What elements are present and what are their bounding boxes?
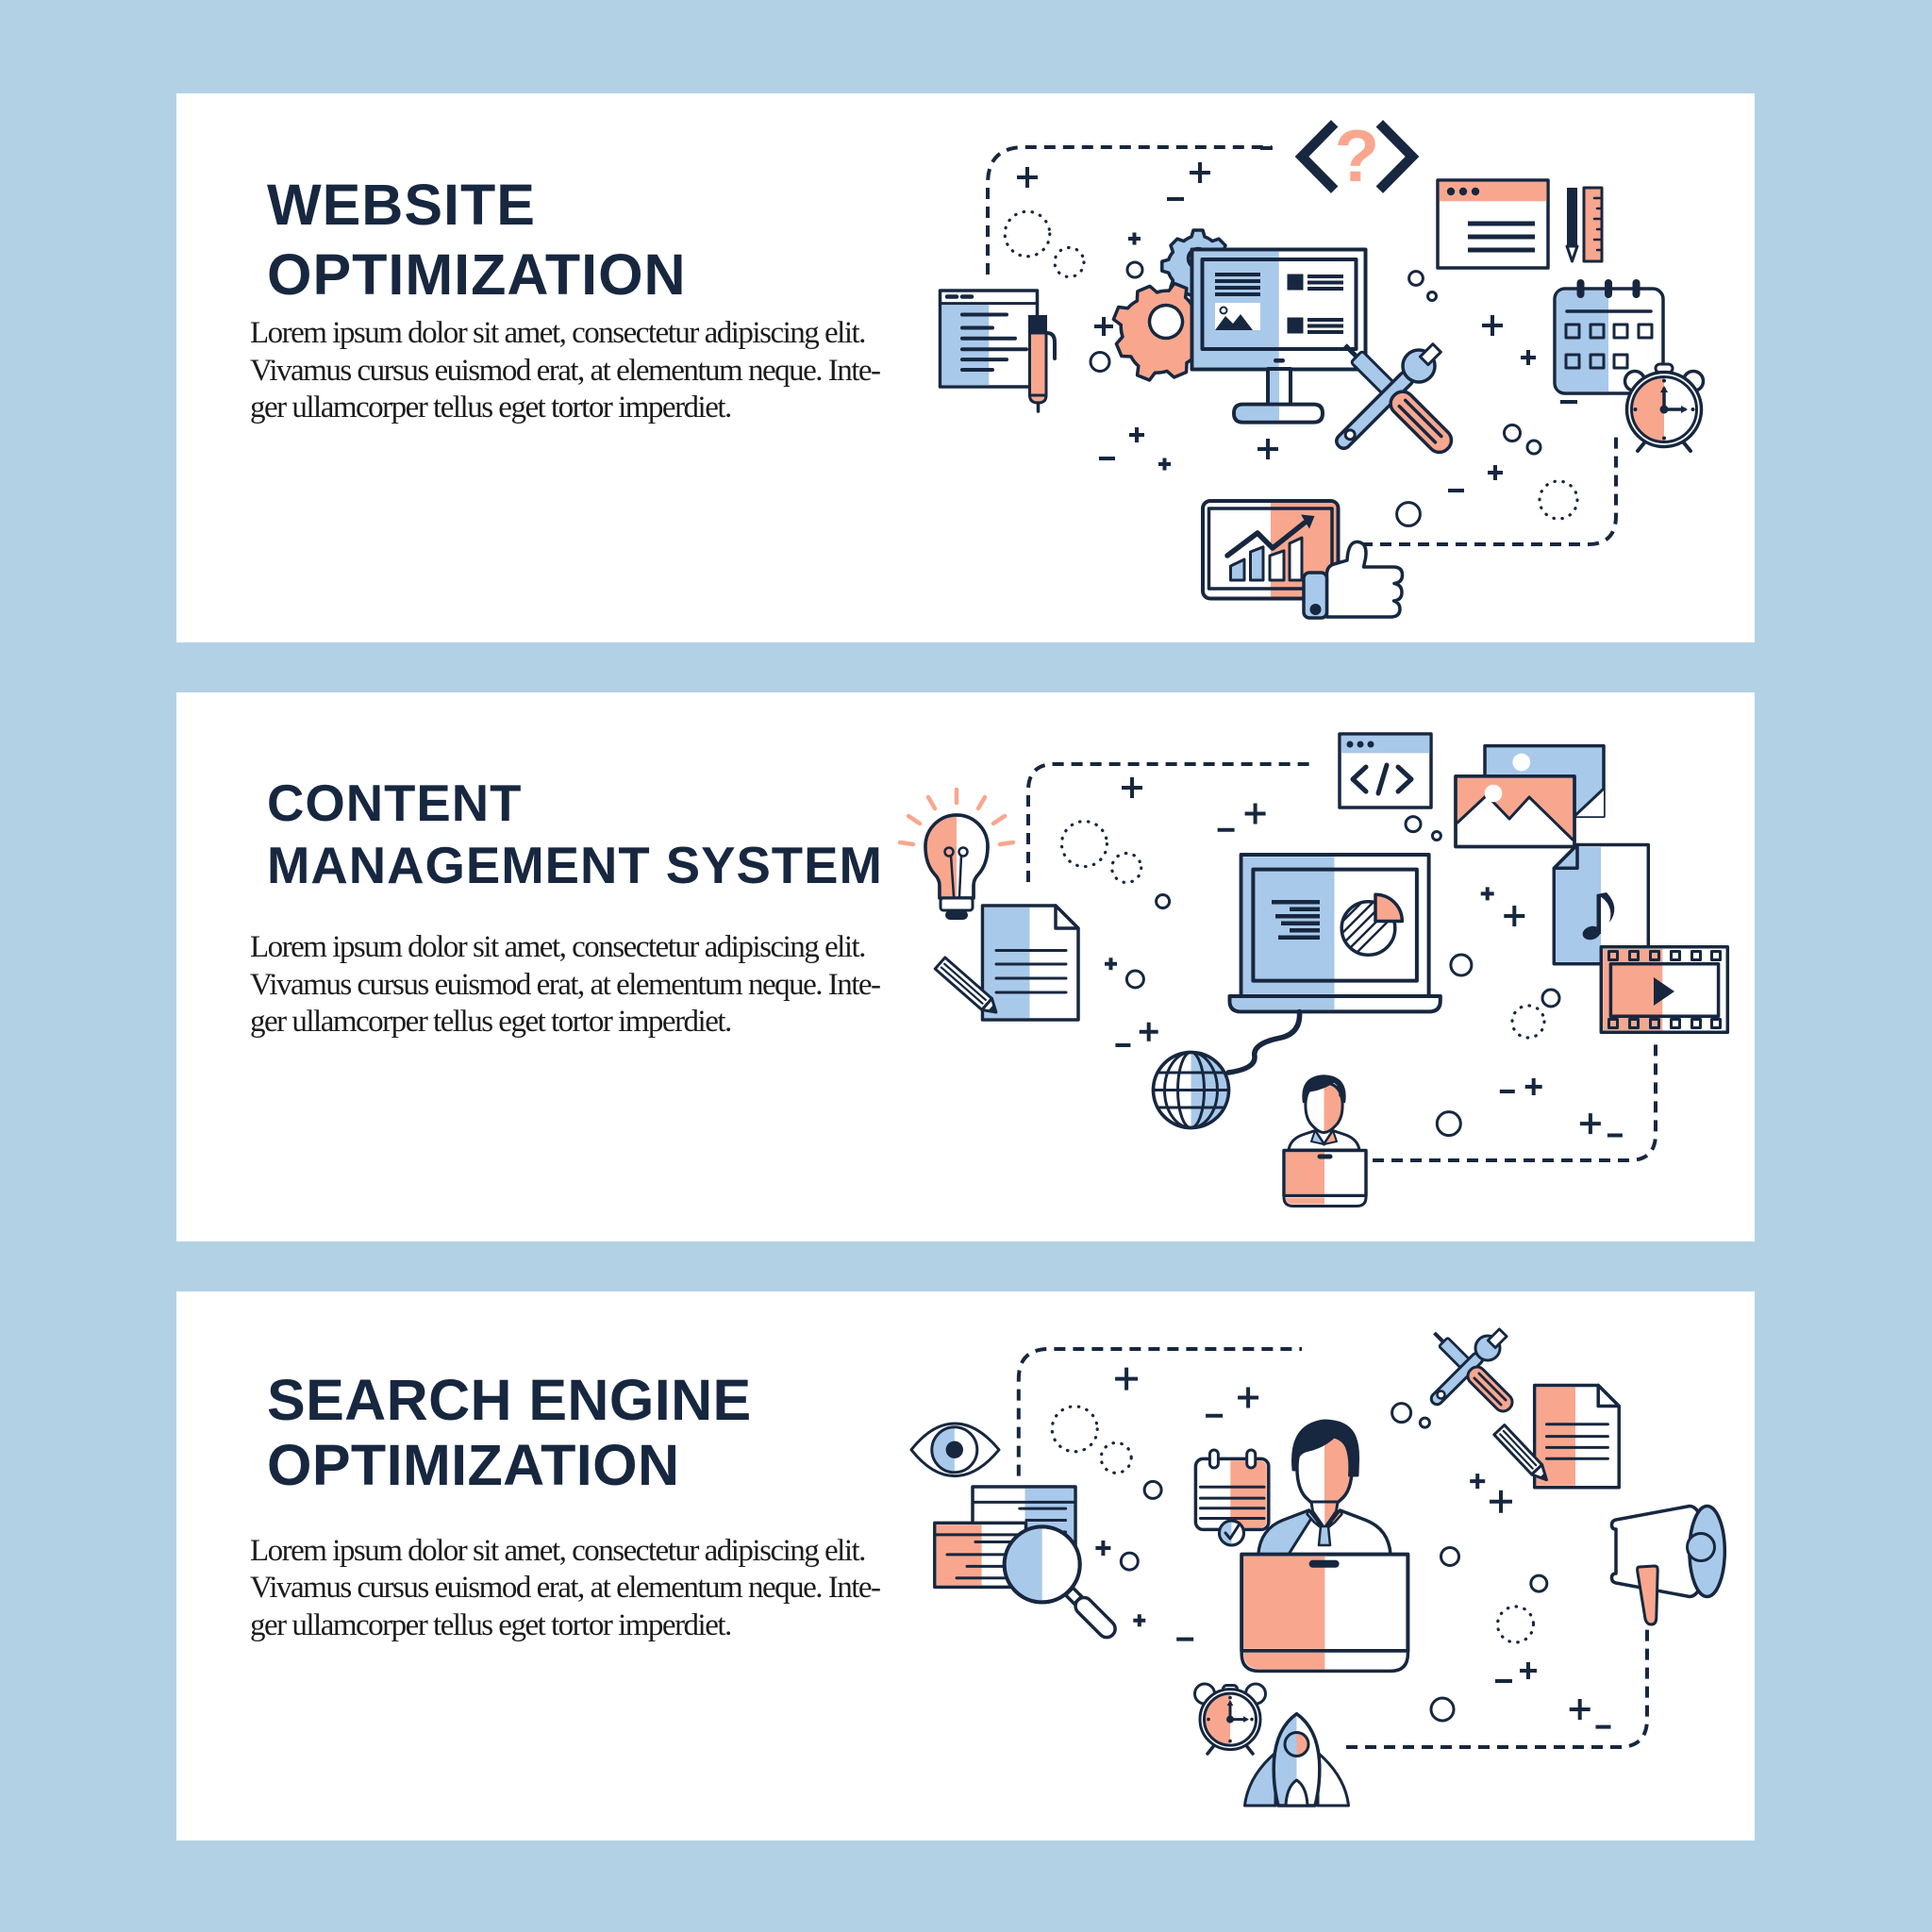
svg-text:?: ? bbox=[1335, 114, 1380, 197]
